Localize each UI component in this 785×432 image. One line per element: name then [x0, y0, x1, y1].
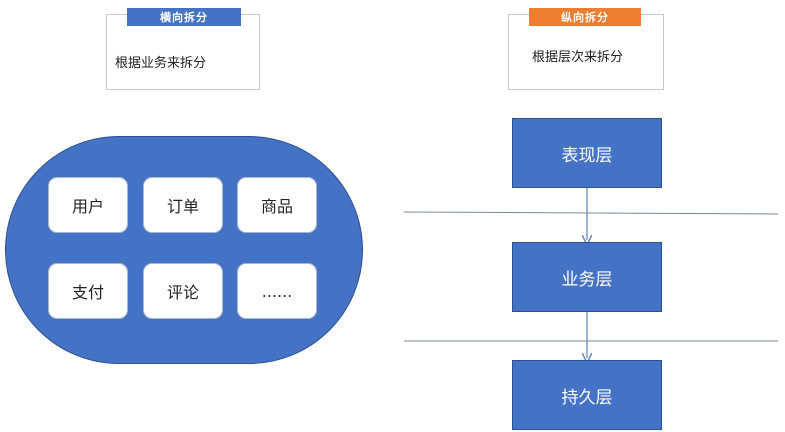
module-order: 订单: [143, 177, 223, 233]
separator-line-top: [403, 211, 779, 215]
module-user: 用户: [48, 177, 128, 233]
module-product: 商品: [237, 177, 317, 233]
module-payment: 支付: [48, 263, 128, 319]
vertical-split-description: 根据层次来拆分: [532, 50, 624, 65]
business-domain-cluster: [5, 136, 363, 364]
module-ellipsis: ......: [237, 263, 317, 319]
layer-persistence: 持久层: [512, 360, 662, 430]
layer-presentation: 表现层: [512, 118, 662, 188]
vertical-split-tag: 纵向拆分: [529, 8, 641, 26]
horizontal-split-tag: 横向拆分: [127, 8, 241, 26]
horizontal-split-description: 根据业务来拆分: [115, 56, 207, 71]
module-review: 评论: [143, 263, 223, 319]
layer-business: 业务层: [512, 242, 662, 312]
